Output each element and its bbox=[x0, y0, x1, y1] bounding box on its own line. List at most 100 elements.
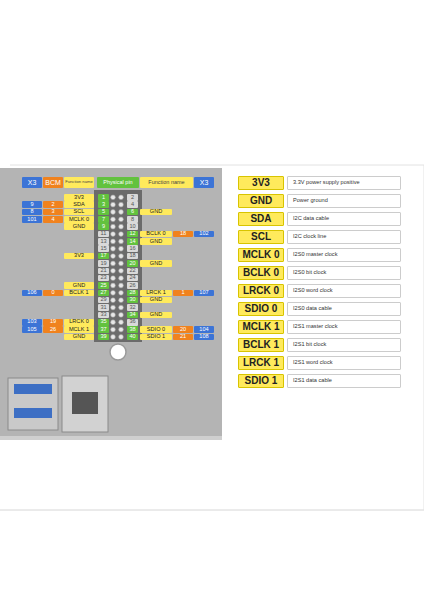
bcm-number: 3 bbox=[43, 209, 63, 216]
header-pin bbox=[119, 320, 124, 325]
signal-key: BCLK 0 bbox=[238, 266, 284, 280]
pin-number: 9 bbox=[98, 223, 109, 230]
column-header: BCM bbox=[43, 177, 63, 188]
header-pin bbox=[111, 210, 116, 215]
pin-number: 14 bbox=[127, 238, 138, 245]
header-pin bbox=[119, 239, 124, 244]
column-header: X3 bbox=[22, 177, 42, 188]
header-pin bbox=[119, 283, 124, 288]
function-name: GND bbox=[140, 238, 172, 245]
pin-number: 35 bbox=[98, 319, 109, 326]
pin-number: 17 bbox=[98, 253, 109, 260]
frame-line bbox=[10, 165, 424, 166]
signal-key: LRCK 0 bbox=[238, 284, 284, 298]
function-name: MCLK 1 bbox=[64, 326, 94, 333]
signal-key: SDIO 1 bbox=[238, 374, 284, 388]
pin-number: 6 bbox=[127, 209, 138, 216]
header-pin bbox=[119, 335, 124, 340]
key-description: 3.3V power supply positive bbox=[287, 176, 401, 190]
column-header: X3 bbox=[194, 177, 214, 188]
pin-number: 34 bbox=[127, 312, 138, 319]
function-name: SDIO 0 bbox=[140, 326, 172, 333]
header-pin bbox=[111, 276, 116, 281]
header-pin bbox=[111, 195, 116, 200]
board-body bbox=[0, 168, 222, 436]
signal-key: MCLK 0 bbox=[238, 248, 284, 262]
header-pin bbox=[111, 305, 116, 310]
pin-number: 10 bbox=[127, 223, 138, 230]
pin-number: 5 bbox=[98, 209, 109, 216]
pin-number: 16 bbox=[127, 245, 138, 252]
function-name: SDA bbox=[64, 201, 94, 208]
header-pin bbox=[111, 327, 116, 332]
pin-number: 19 bbox=[98, 260, 109, 267]
signal-key: LRCK 1 bbox=[238, 356, 284, 370]
header-pin bbox=[119, 217, 124, 222]
header-pin bbox=[119, 195, 124, 200]
bcm-number: 2 bbox=[43, 201, 63, 208]
header-pin bbox=[119, 305, 124, 310]
function-name: GND bbox=[140, 209, 172, 216]
header-pin bbox=[111, 202, 116, 207]
header-pin bbox=[111, 320, 116, 325]
pin-number: 23 bbox=[98, 275, 109, 282]
header-strip bbox=[94, 190, 142, 342]
key-description: I2S0 data cable bbox=[287, 302, 401, 316]
key-description: I2S1 master clock bbox=[287, 320, 401, 334]
pin-number: 36 bbox=[127, 319, 138, 326]
key-description: I2S0 word clock bbox=[287, 284, 401, 298]
header-pin bbox=[111, 239, 116, 244]
pin-number: 20 bbox=[127, 260, 138, 267]
pin-number: 40 bbox=[127, 334, 138, 341]
signal-key: SDIO 0 bbox=[238, 302, 284, 316]
signal-key: SDA bbox=[238, 212, 284, 226]
header-pin bbox=[111, 298, 116, 303]
bcm-number: 18 bbox=[173, 231, 193, 238]
header-pin bbox=[119, 298, 124, 303]
x3-number: 104 bbox=[194, 326, 214, 333]
header-pin bbox=[111, 246, 116, 251]
function-name: LRCK 0 bbox=[64, 319, 94, 326]
pin-number: 30 bbox=[127, 297, 138, 304]
ethernet-socket bbox=[72, 392, 98, 414]
x3-number: 107 bbox=[194, 290, 214, 297]
header-pin bbox=[119, 276, 124, 281]
header-pin bbox=[119, 224, 124, 229]
function-name: GND bbox=[140, 312, 172, 319]
pin-number: 21 bbox=[98, 268, 109, 275]
column-header: Physical pin bbox=[97, 177, 139, 188]
header-pin bbox=[111, 254, 116, 259]
pin-number: 15 bbox=[98, 245, 109, 252]
pin-number: 3 bbox=[98, 201, 109, 208]
pin-number: 26 bbox=[127, 282, 138, 289]
ethernet-port bbox=[62, 376, 108, 432]
key-description: I2S0 bit clock bbox=[287, 266, 401, 280]
pin-number: 25 bbox=[98, 282, 109, 289]
usb-port-tongue bbox=[14, 384, 52, 394]
header-pin bbox=[111, 283, 116, 288]
pin-number: 4 bbox=[127, 201, 138, 208]
usb-port bbox=[8, 378, 58, 430]
pin-number: 1 bbox=[98, 194, 109, 201]
signal-key: BCLK 1 bbox=[238, 338, 284, 352]
header-pin bbox=[119, 210, 124, 215]
function-name: GND bbox=[140, 260, 172, 267]
pin-number: 2 bbox=[127, 194, 138, 201]
pin-number: 8 bbox=[127, 216, 138, 223]
function-name: GND bbox=[64, 282, 94, 289]
key-description: Power ground bbox=[287, 194, 401, 208]
function-name: 3V3 bbox=[64, 194, 94, 201]
header-pin bbox=[111, 268, 116, 273]
pin-number: 37 bbox=[98, 326, 109, 333]
x3-number: 108 bbox=[194, 334, 214, 341]
bcm-number: 21 bbox=[173, 334, 193, 341]
header-pin bbox=[119, 290, 124, 295]
pin-number: 32 bbox=[127, 304, 138, 311]
header-pin bbox=[111, 313, 116, 318]
header-pin bbox=[111, 217, 116, 222]
bcm-number: 4 bbox=[43, 216, 63, 223]
pin-number: 18 bbox=[127, 253, 138, 260]
header-pin bbox=[119, 232, 124, 237]
